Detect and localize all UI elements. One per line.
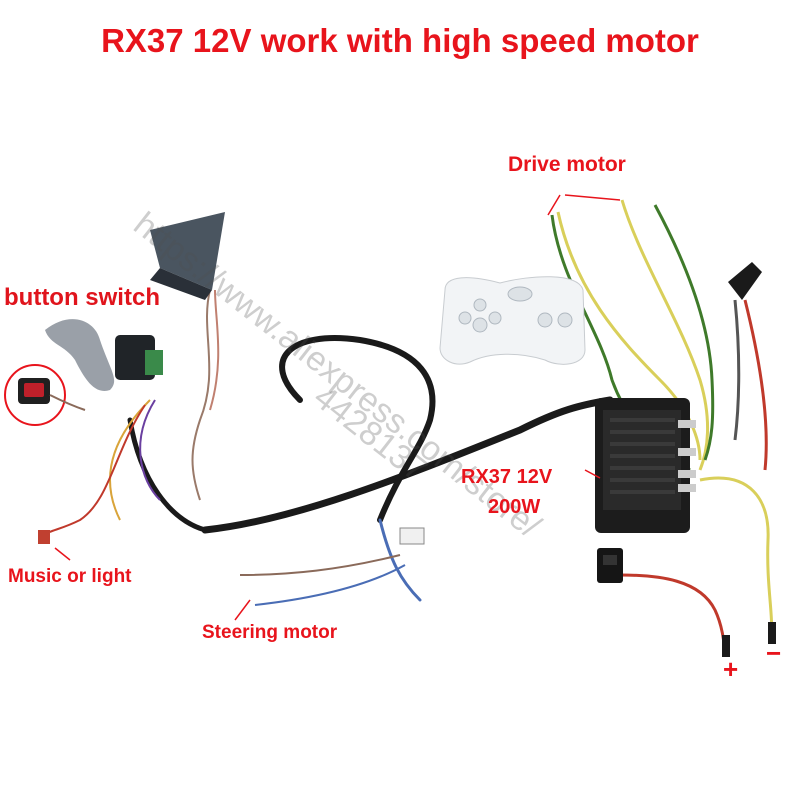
annotation-lines (54, 194, 621, 621)
foot-pedal (150, 212, 225, 300)
gear-shift-lever (45, 319, 163, 391)
main-harness (127, 335, 614, 602)
power-switch (597, 548, 623, 583)
positive-lead-end (722, 635, 730, 657)
controller-power-label: 200W (488, 496, 541, 518)
left-bundle-wires (44, 289, 220, 536)
steering-connector (399, 527, 425, 545)
drive-motor-label: Drive motor (508, 153, 626, 176)
steering-wires (239, 554, 406, 606)
negative-terminal-label: − (766, 638, 782, 668)
controller-box (595, 398, 696, 533)
controller-model-label: RX37 12V (461, 466, 553, 488)
remote-control (439, 276, 586, 365)
music-connector (38, 530, 50, 544)
page-title: RX37 12V work with high speed motor (101, 22, 699, 59)
positive-terminal-label: + (723, 654, 739, 684)
steering-motor-label: Steering motor (202, 622, 338, 643)
button-switch-label: button switch (4, 284, 160, 311)
fuse-connector (728, 262, 762, 300)
music-or-light-label: Music or light (8, 566, 132, 587)
negative-lead-end (768, 622, 776, 644)
button-switch (4, 364, 86, 426)
